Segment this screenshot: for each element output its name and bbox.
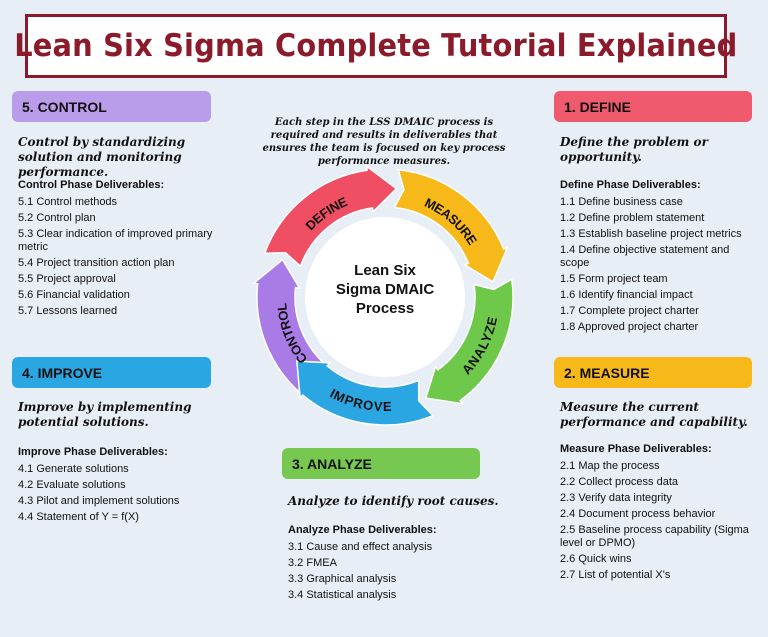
list-item: 1.2 Define problem statement	[560, 212, 705, 224]
list-item: 2.3 Verify data integrity	[560, 492, 672, 504]
list-item: 5.6 Financial validation	[18, 289, 130, 301]
list-item: 4.2 Evaluate solutions	[18, 479, 126, 491]
analyze-intro: Analyze to identify root causes.	[288, 494, 499, 508]
analyze-heading: 3. ANALYZE	[282, 448, 480, 479]
list-item: 2.2 Collect process data	[560, 476, 679, 488]
control-deliverables-list: 5.1 Control methods 5.2 Control plan 5.3…	[18, 196, 218, 321]
improve-intro: Improve by implementing potential soluti…	[18, 400, 192, 429]
define-heading: 1. DEFINE	[554, 91, 752, 122]
list-item: 4.3 Pilot and implement solutions	[18, 495, 180, 507]
cycle-center-line-2: Sigma DMAIC	[336, 281, 435, 298]
define-deliverables-title: Define Phase Deliverables:	[560, 179, 701, 191]
list-item: 2.6 Quick wins	[560, 553, 632, 565]
list-item: 3.2 FMEA	[288, 557, 337, 569]
list-item: 1.6 Identify financial impact	[560, 289, 693, 301]
list-item: 1.8 Approved project charter	[560, 321, 699, 333]
list-item: 5.7 Lessons learned	[18, 305, 118, 317]
list-item: 2.7 List of potential X's	[560, 569, 671, 581]
improve-deliverables-title: Improve Phase Deliverables:	[18, 446, 168, 458]
measure-deliverables-title: Measure Phase Deliverables:	[560, 443, 712, 455]
measure-intro: Measure the current performance and capa…	[560, 400, 748, 429]
improve-heading: 4. IMPROVE	[12, 357, 211, 388]
analyze-deliverables-list: 3.1 Cause and effect analysis 3.2 FMEA 3…	[288, 541, 488, 605]
list-item: 4.1 Generate solutions	[18, 463, 129, 475]
control-heading: 5. CONTROL	[12, 91, 211, 122]
list-item: 5.3 Clear indication of improved primary…	[18, 228, 213, 253]
list-item: 2.1 Map the process	[560, 460, 660, 472]
cycle-center-line-1: Lean Six	[354, 262, 416, 279]
list-item: 1.4 Define objective statement and scope	[560, 244, 730, 269]
list-item: 3.1 Cause and effect analysis	[288, 541, 433, 553]
list-item: 5.4 Project transition action plan	[18, 257, 175, 269]
page-title: Lean Six Sigma Complete Tutorial Explain…	[14, 28, 738, 64]
list-item: 1.3 Establish baseline project metrics	[560, 228, 742, 240]
cycle-center-line-3: Process	[356, 300, 414, 317]
list-item: 1.5 Form project team	[560, 273, 668, 285]
list-item: 1.7 Complete project charter	[560, 305, 699, 317]
list-item: 5.5 Project approval	[18, 273, 116, 285]
list-item: 5.1 Control methods	[18, 196, 118, 208]
define-arrow	[263, 164, 398, 268]
list-item: 2.5 Baseline process capability (Sigma l…	[560, 524, 749, 549]
measure-arrow	[393, 168, 509, 283]
control-deliverables-title: Control Phase Deliverables:	[18, 179, 165, 191]
define-deliverables-list: 1.1 Define business case 1.2 Define prob…	[560, 196, 760, 337]
list-item: 3.3 Graphical analysis	[288, 573, 397, 585]
measure-heading: 2. MEASURE	[554, 357, 752, 388]
list-item: 4.4 Statement of Y = f(X)	[18, 511, 139, 523]
control-intro: Control by standardizing solution and mo…	[18, 135, 186, 179]
center-note: Each step in the LSS DMAIC process is re…	[262, 117, 506, 167]
measure-deliverables-list: 2.1 Map the process 2.2 Collect process …	[560, 460, 760, 585]
list-item: 2.4 Document process behavior	[560, 508, 716, 520]
list-item: 1.1 Define business case	[560, 196, 683, 208]
cycle-center-circle	[305, 217, 465, 377]
analyze-deliverables-title: Analyze Phase Deliverables:	[288, 524, 437, 536]
title-banner: Lean Six Sigma Complete Tutorial Explain…	[14, 14, 737, 78]
analyze-arrow	[424, 277, 514, 405]
improve-arrow	[295, 360, 435, 426]
define-intro: Define the problem or opportunity.	[560, 135, 708, 164]
improve-deliverables-list: 4.1 Generate solutions 4.2 Evaluate solu…	[18, 463, 218, 527]
list-item: 3.4 Statistical analysis	[288, 589, 397, 601]
list-item: 5.2 Control plan	[18, 212, 96, 224]
